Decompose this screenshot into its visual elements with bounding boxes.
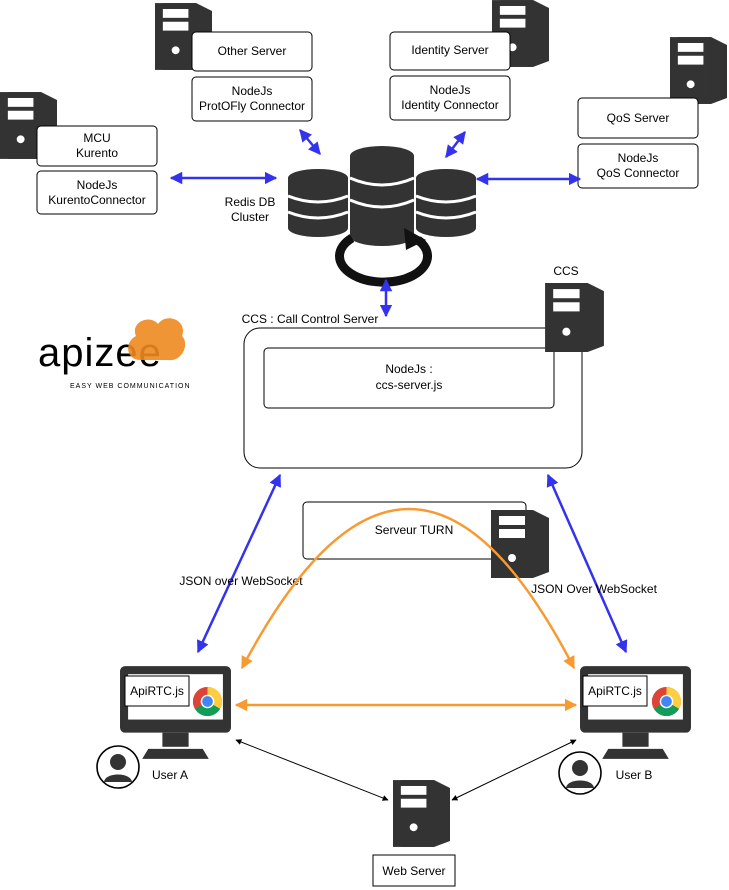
web-server-icon — [393, 780, 450, 847]
identity-server-box: Identity Server — [389, 31, 511, 71]
qos-connector-box: NodeJs QoS Connector — [577, 143, 699, 189]
qos-server-label: QoS Server — [607, 111, 670, 125]
turn-label: Serveur TURN — [375, 523, 453, 537]
kurento-line2: KurentoConnector — [48, 193, 145, 207]
redis-db-icon — [287, 146, 477, 287]
apizee-tagline: EASY WEB COMMUNICATION — [70, 383, 191, 390]
ws-link-user-b — [546, 473, 628, 654]
apizee-logo: apizee EASY WEB COMMUNICATION — [38, 318, 191, 390]
turn-relay-link — [240, 508, 576, 670]
protofly-line1: NodeJs — [232, 84, 273, 98]
web-server-label: Web Server — [382, 864, 445, 878]
identity-connector-box: NodeJs Identity Connector — [389, 75, 511, 121]
user-b-avatar-icon — [558, 751, 602, 795]
chrome-icon — [651, 686, 682, 717]
user-b-label: User B — [616, 768, 653, 782]
protofly-line2: ProtOFly Connector — [199, 99, 305, 113]
ccs-node-line1: NodeJs : — [385, 362, 432, 376]
kurento-connector-box: NodeJs KurentoConnector — [36, 170, 158, 215]
chrome-icon — [192, 686, 223, 717]
redis-line2: Cluster — [231, 210, 269, 224]
other-server-label: Other Server — [218, 44, 287, 58]
user-b-lib-box: ApiRTC.js — [582, 675, 648, 707]
mcu-box: MCU Kurento — [36, 125, 158, 167]
redis-protofly-link — [299, 129, 321, 155]
user-a-lib-box: ApiRTC.js — [124, 675, 190, 707]
ccs-title: CCS : Call Control Server — [242, 312, 379, 326]
qos-line2: QoS Connector — [597, 166, 680, 180]
identity-line2: Identity Connector — [401, 98, 498, 112]
user-a-avatar-icon — [96, 745, 140, 789]
web-link-user-a — [235, 739, 389, 801]
ccs-node-line2: ccs-server.js — [376, 378, 443, 392]
mcu-line1: MCU — [83, 131, 110, 145]
redis-identity-link — [445, 131, 466, 158]
qos-server-icon — [670, 37, 727, 104]
qos-line1: NodeJs — [618, 151, 659, 165]
ws-left-label: JSON over WebSocket — [179, 574, 303, 588]
ws-link-user-a — [196, 473, 282, 654]
turn-box: Serveur TURN — [302, 501, 527, 560]
other-server-box: Other Server — [191, 31, 313, 72]
ccs-box: NodeJs : ccs-server.js — [243, 327, 583, 469]
kurento-line1: NodeJs — [77, 178, 118, 192]
identity-server-label: Identity Server — [411, 43, 488, 57]
redis-line1: Redis DB — [225, 195, 276, 209]
ws-right-label: JSON Over WebSocket — [531, 582, 657, 596]
user-a-lib-label: ApiRTC.js — [130, 684, 184, 698]
ccs-server-icon — [545, 283, 604, 352]
protofly-connector-box: NodeJs ProtOFly Connector — [191, 76, 313, 122]
identity-line1: NodeJs — [430, 83, 471, 97]
user-a-label: User A — [152, 768, 188, 782]
qos-server-box: QoS Server — [577, 97, 699, 139]
web-server-box: Web Server — [372, 854, 456, 887]
mcu-line2: Kurento — [76, 146, 118, 160]
turn-server-icon — [491, 510, 549, 578]
ccs-label: CCS — [553, 264, 578, 278]
web-link-user-b — [451, 739, 577, 801]
user-b-lib-label: ApiRTC.js — [588, 684, 642, 698]
